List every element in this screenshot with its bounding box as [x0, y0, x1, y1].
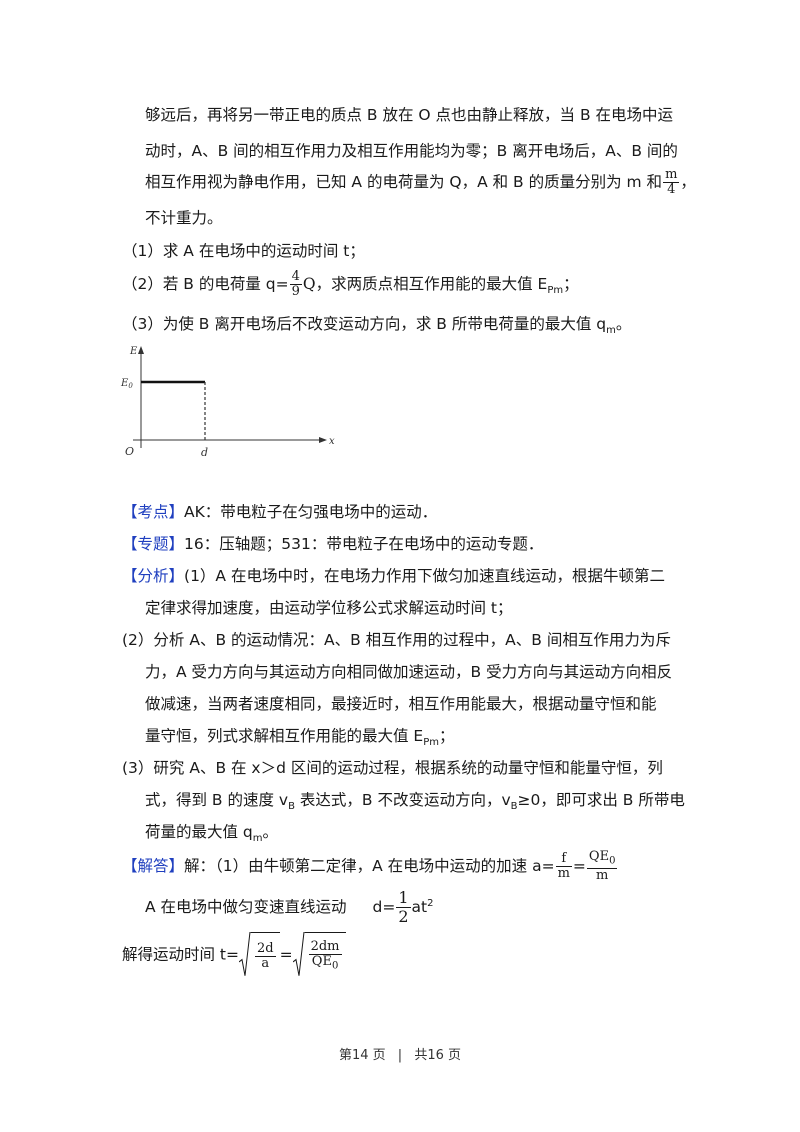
- page-footer: 第14 页 | 共16 页: [0, 1044, 800, 1063]
- y-axis-arrow: [138, 346, 144, 354]
- page-number: 第14 页: [338, 1048, 386, 1063]
- fenxi-line-9: 荷量的最大值 qm。: [145, 823, 279, 845]
- jieda-tag: 【解答】: [122, 857, 185, 875]
- intro-line-3: 相互作用视为静电作用，已知 A 的电荷量为 Q，A 和 B 的质量分别为 m 和…: [145, 167, 696, 197]
- fenxi-line-2: 定律求得加速度，由运动学位移公式求解运动时间 t；: [145, 599, 513, 617]
- fenxi-line-1: 【分析】(1）A 在电场中时，在电场力作用下做匀加速直线运动，根据牛顿第二: [122, 567, 665, 585]
- field-graph: E E0 O d x: [120, 346, 335, 459]
- intro-line-4: 不计重力。: [145, 209, 223, 227]
- zhuanti-tag: 【专题】: [122, 535, 185, 553]
- fenxi-line-7: (3）研究 A、B 在 x＞d 区间的运动过程，根据系统的动量守恒和能量守恒，列: [122, 759, 663, 777]
- d-label: d: [201, 446, 208, 459]
- origin-label: O: [125, 445, 134, 458]
- x-axis-label: x: [329, 436, 335, 447]
- fenxi-tag: 【分析】: [122, 567, 185, 585]
- page-total: 共16 页: [414, 1048, 462, 1063]
- zhuanti-line: 【专题】16：压轴题；531：带电粒子在电场中的运动专题．: [122, 535, 544, 553]
- fenxi-line-4: 力，A 受力方向与其运动方向相同做加速运动，B 受力方向与其运动方向相反: [145, 663, 673, 681]
- footer-separator: |: [397, 1048, 403, 1063]
- question-1: （1）求 A 在电场中的运动时间 t；: [122, 242, 365, 260]
- fenxi-line-8: 式，得到 B 的速度 vB 表达式，B 不改变运动方向，vB≥0，即可求出 B …: [145, 791, 685, 813]
- fenxi-line-3: (2）分析 A、B 的运动情况：A、B 相互作用的过程中，A、B 间相互作用力为…: [122, 631, 671, 649]
- intro-line-2: 动时，A、B 间的相互作用力及相互作用能均为零；B 离开电场后，A、B 间的: [145, 142, 678, 160]
- fenxi-line-6: 量守恒，列式求解相互作用能的最大值 EPm；: [145, 727, 455, 749]
- x-axis-arrow: [319, 437, 327, 443]
- intro-line-1: 够远后，再将另一带正电的质点 B 放在 O 点也由静止释放，当 B 在电场中运: [145, 106, 674, 124]
- e0-label: E0: [120, 378, 133, 390]
- kaodian-line: 【考点】AK：带电粒子在匀强电场中的运动．: [122, 503, 438, 521]
- question-3: （3）为使 B 离开电场后不改变运动方向，求 B 所带电荷量的最大值 qm。: [122, 315, 632, 337]
- fenxi-line-5: 做减速，当两者速度相同，最接近时，相互作用能最大，根据动量守恒和能: [145, 695, 657, 713]
- y-axis-label: E: [129, 346, 138, 357]
- kaodian-tag: 【考点】: [122, 503, 185, 521]
